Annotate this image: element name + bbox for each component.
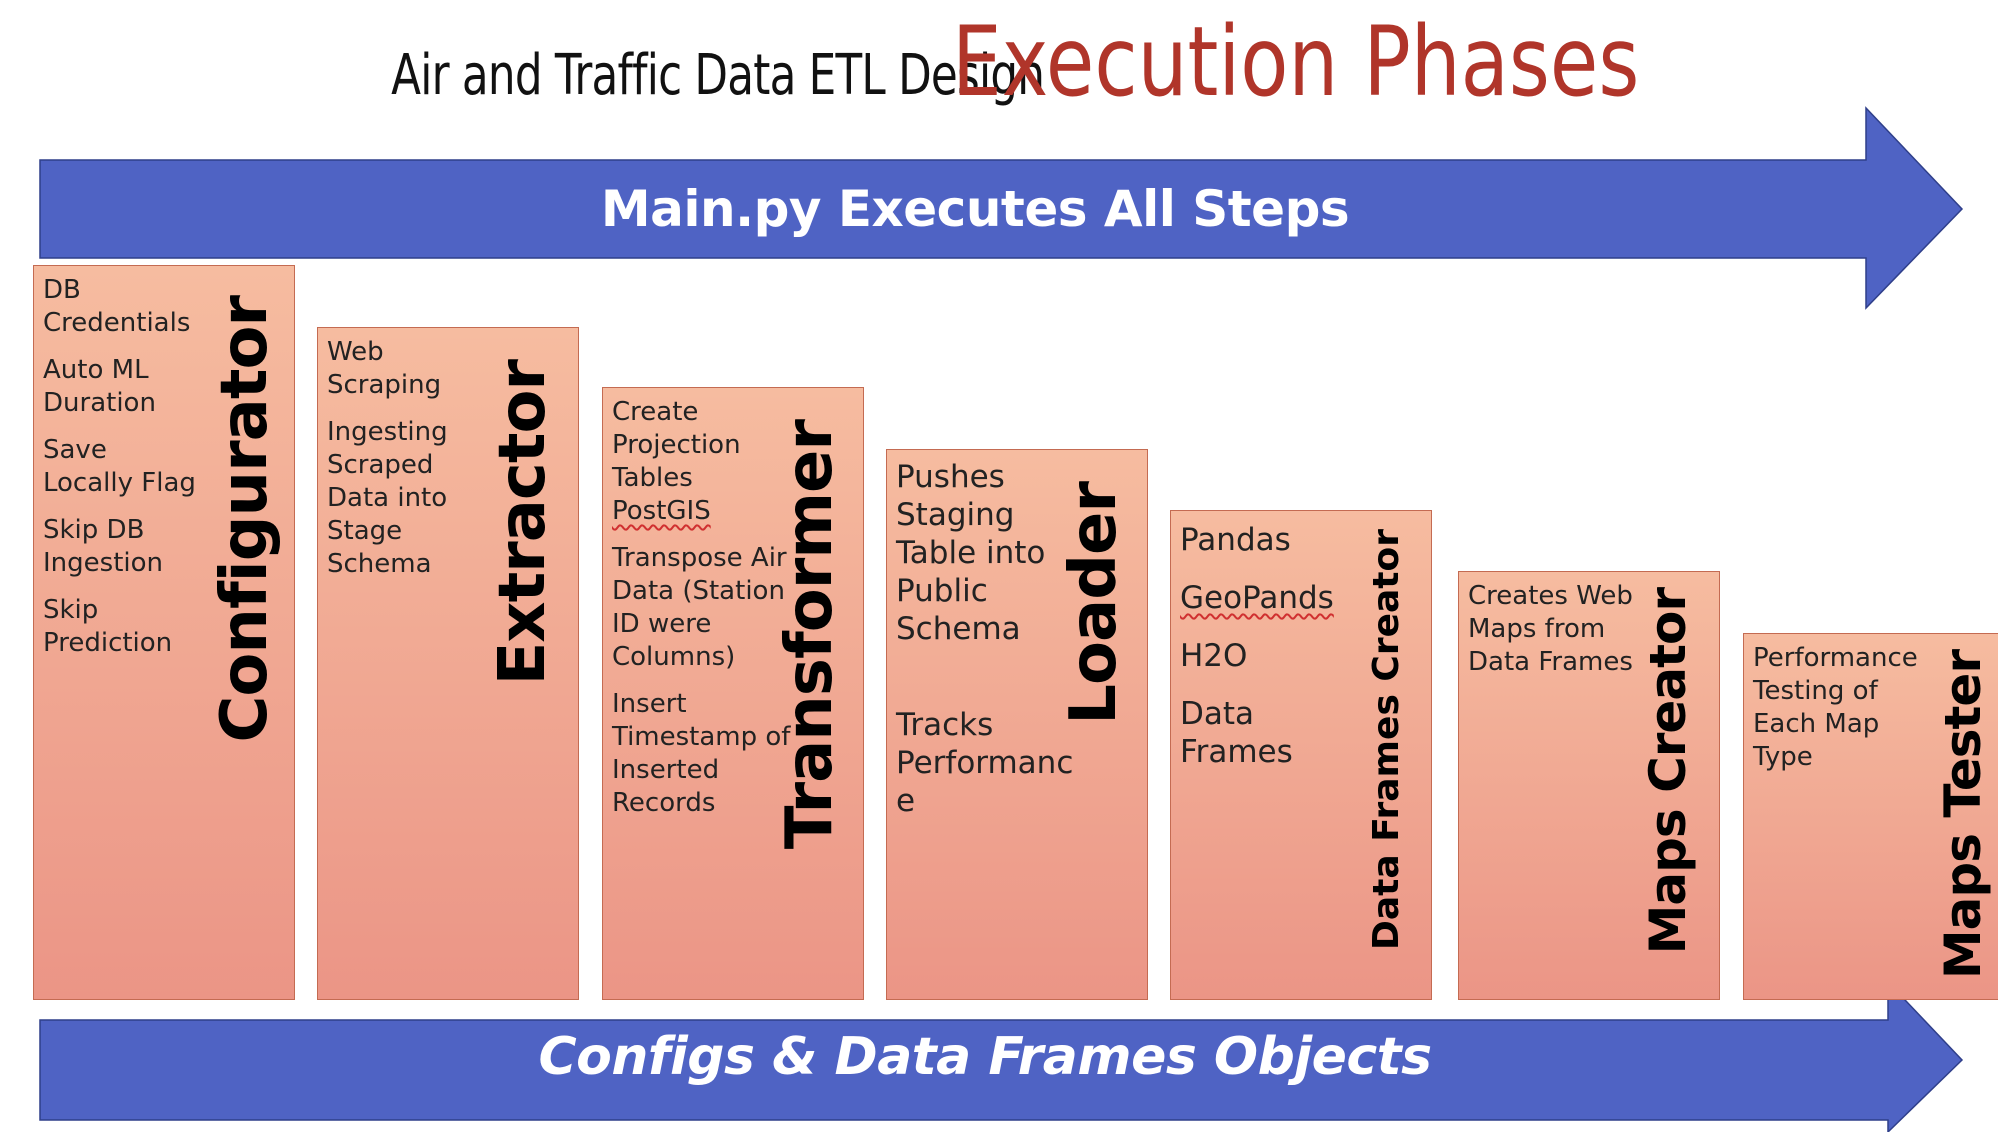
list-item: Creates Web Maps from Data Frames bbox=[1468, 581, 1633, 677]
list-item: Pushes Staging Table into Public Schema bbox=[896, 459, 1046, 647]
phase-title: Transformer bbox=[773, 420, 847, 850]
phase-title: Data Frames Creator bbox=[1366, 529, 1407, 951]
phase-items: DB Credentials Auto ML Duration Save Loc… bbox=[43, 274, 203, 674]
phase-items: Pushes Staging Table into Public Schema … bbox=[896, 458, 1074, 834]
phase-items: Create Projection Tables PostGIS Transpo… bbox=[612, 396, 792, 834]
phase-loader: Pushes Staging Table into Public Schema … bbox=[886, 449, 1148, 1000]
phase-title: Extractor bbox=[486, 360, 560, 686]
list-item: Save Locally Flag bbox=[43, 435, 196, 498]
phase-data-frames-creator: Pandas GeoPands H2O Data Frames Data Fra… bbox=[1170, 510, 1432, 1000]
list-item: GeoPands bbox=[1180, 580, 1334, 616]
phase-configurator: DB Credentials Auto ML Duration Save Loc… bbox=[33, 265, 295, 1000]
list-item: Create Projection Tables PostGIS bbox=[612, 396, 792, 528]
list-item: Data Frames bbox=[1180, 696, 1293, 770]
phase-items: Web Scraping Ingesting Scraped Data into… bbox=[327, 336, 497, 595]
phase-items: Creates Web Maps from Data Frames bbox=[1468, 580, 1638, 693]
item-text: Create Projection Tables bbox=[612, 397, 741, 493]
phase-maps-tester: Performance Testing of Each Map Type Map… bbox=[1743, 633, 1998, 1000]
bottom-arrow-label: Configs & Data Frames Objects bbox=[538, 1027, 1432, 1087]
phase-items: Pandas GeoPands H2O Data Frames bbox=[1180, 521, 1350, 785]
list-item: Skip Prediction bbox=[43, 595, 173, 658]
slide-title: Air and Traffic Data ETL Design Executio… bbox=[0, 0, 1998, 110]
bottom-arrow bbox=[39, 980, 1964, 1132]
phase-title: Loader bbox=[1057, 482, 1131, 725]
list-item: Transpose Air Data (Station ID were Colu… bbox=[612, 543, 787, 672]
list-item: Web Scraping bbox=[327, 337, 442, 400]
title-accent: Execution Phases bbox=[952, 6, 1640, 118]
top-arrow bbox=[39, 106, 1964, 310]
list-item: DB Credentials bbox=[43, 275, 191, 338]
phase-extractor: Web Scraping Ingesting Scraped Data into… bbox=[317, 327, 579, 1000]
list-item: Insert Timestamp of Inserted Records bbox=[612, 689, 791, 818]
title-main: Air and Traffic Data ETL Design bbox=[391, 43, 1045, 108]
item-text-postgis: PostGIS bbox=[612, 496, 711, 526]
list-item: Pandas bbox=[1180, 522, 1291, 558]
list-item: Ingesting Scraped Data into Stage Schema bbox=[327, 417, 448, 579]
list-item: Auto ML Duration bbox=[43, 355, 156, 418]
phase-items: Performance Testing of Each Map Type bbox=[1753, 642, 1923, 788]
list-item: Skip DB Ingestion bbox=[43, 515, 163, 578]
list-item: Tracks Performanc e bbox=[896, 707, 1074, 819]
list-item: H2O bbox=[1180, 638, 1248, 674]
list-item: Performance Testing of Each Map Type bbox=[1753, 643, 1918, 772]
phase-maps-creator: Creates Web Maps from Data Frames Maps C… bbox=[1458, 571, 1720, 1000]
phase-title: Configurator bbox=[208, 296, 282, 743]
top-arrow-label: Main.py Executes All Steps bbox=[600, 180, 1350, 238]
phase-title: Maps Tester bbox=[1934, 650, 1992, 980]
phase-transformer: Create Projection Tables PostGIS Transpo… bbox=[602, 387, 864, 1000]
phase-title: Maps Creator bbox=[1639, 588, 1697, 955]
